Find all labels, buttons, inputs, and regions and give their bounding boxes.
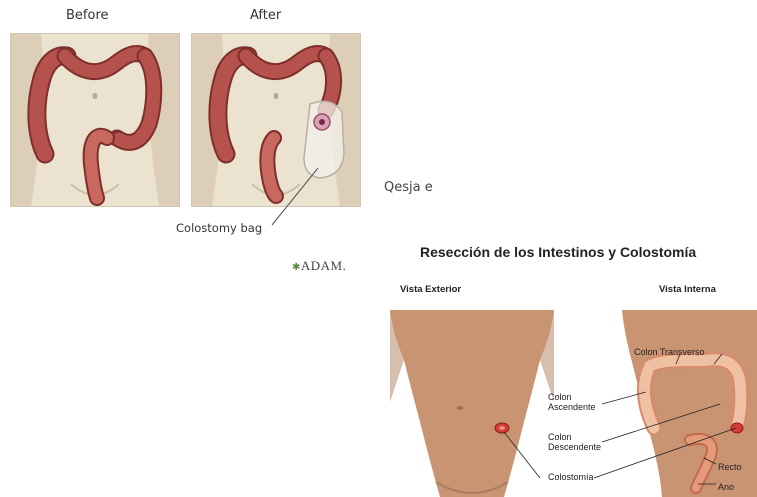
label-colon-ascendente-line1: Colon [548,392,596,402]
label-ano: Ano [718,482,734,492]
label-colostomia: Colostomía [548,472,594,482]
resection-anatomy-image [380,232,757,497]
label-colon-descendente: Colon Descendente [548,432,601,452]
adam-logo-text: ADAM. [301,258,346,273]
label-colon-ascendente: Colon Ascendente [548,392,596,412]
resection-illustration: Resección de los Intestinos y Colostomía… [380,232,757,497]
caption-text: Qesja e [384,180,433,195]
colostomy-bag-label: Colostomy bag [176,221,262,235]
before-after-illustration: Before After [0,0,366,275]
label-colon-ascendente-line2: Ascendente [548,402,596,412]
label-colon-transverso: Colon Transverso [634,347,705,357]
label-colon-descendente-line2: Descendente [548,442,601,452]
adam-logo: ✱ADAM. [292,258,346,274]
label-colon-descendente-line1: Colon [548,432,601,442]
label-recto: Recto [718,462,742,472]
adam-logo-mark: ✱ [292,262,301,273]
